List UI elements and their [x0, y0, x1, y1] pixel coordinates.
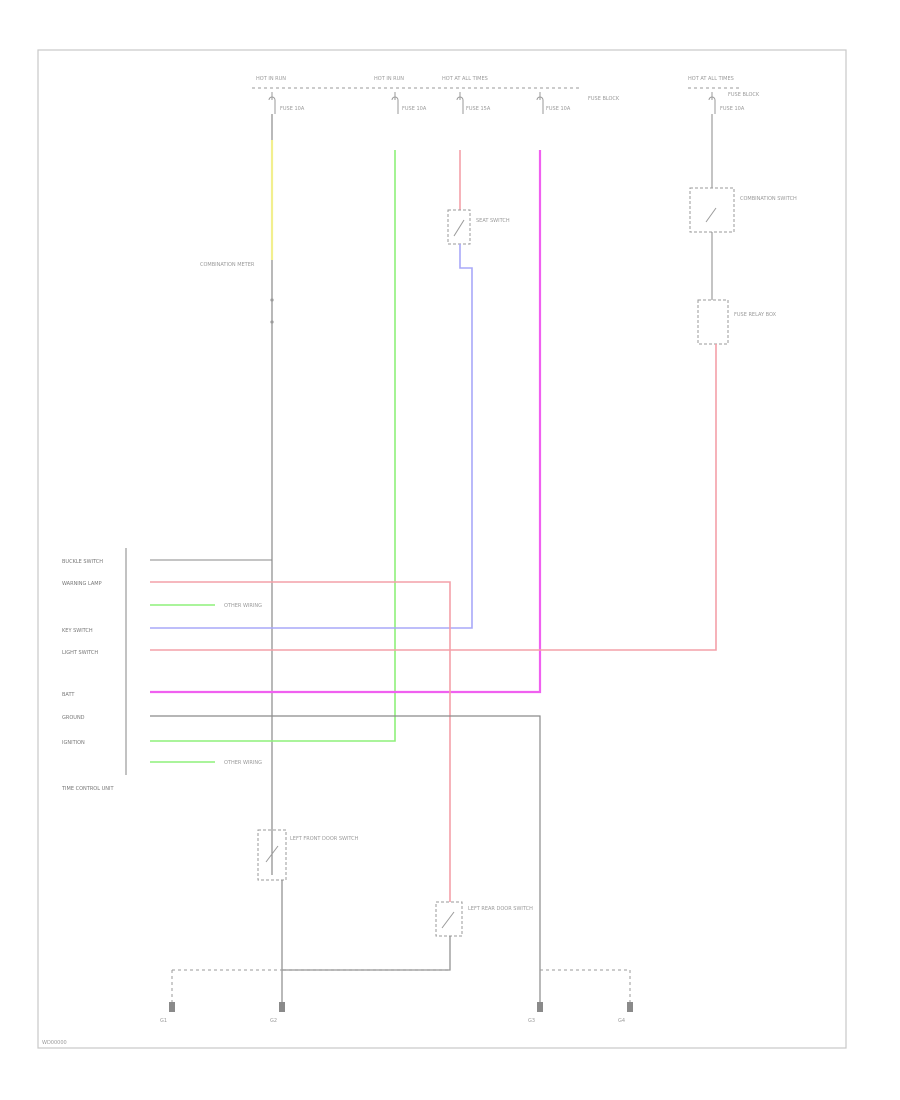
footer-code: WD00000 — [42, 1040, 67, 1046]
fuse-symbol-2 — [391, 92, 399, 114]
label-pin-ground: GROUND — [62, 715, 85, 721]
fuse-symbol-3 — [456, 92, 464, 114]
label-pin-batt: BATT — [62, 692, 75, 698]
diagram-frame — [37, 49, 847, 1049]
label-pin-warning: WARNING LAMP — [62, 581, 102, 587]
wire-blue — [150, 244, 473, 629]
seat-switch-contact — [453, 219, 465, 237]
ground-symbol-1 — [169, 1002, 175, 1012]
label-combination-meter: COMBINATION METER — [200, 262, 255, 268]
label-fuse-block: FUSE BLOCK — [588, 96, 620, 102]
label-pin-key: KEY SWITCH — [62, 628, 93, 634]
combination-switch-contact — [705, 207, 717, 223]
label-ground-1: G1 — [160, 1018, 167, 1024]
label-ground-2: G2 — [270, 1018, 277, 1024]
fuse-symbol-4 — [536, 92, 544, 114]
label-pin-buckle: BUCKLE SWITCH — [62, 559, 103, 565]
label-ground-3: G3 — [528, 1018, 535, 1024]
ground-symbols — [169, 1002, 633, 1012]
label-combination-switch: COMBINATION SWITCH — [740, 196, 797, 202]
label-door-switch-right: LEFT REAR DOOR SWITCH — [468, 906, 533, 912]
label-hot-run-2: HOT IN RUN — [374, 76, 404, 82]
combination-meter-pins — [270, 298, 274, 324]
label-hot-always-2: HOT AT ALL TIMES — [688, 76, 734, 82]
wire-red-door — [150, 581, 451, 902]
label-hot-always-1: HOT AT ALL TIMES — [442, 76, 488, 82]
ground-symbol-3 — [537, 1002, 543, 1012]
ground-symbol-2 — [279, 1002, 285, 1012]
seat-switch — [447, 209, 471, 245]
wire-red-right — [150, 344, 717, 651]
label-fuse-relay-box: FUSE RELAY BOX — [734, 312, 777, 318]
label-fuse-d: FUSE 10A — [546, 106, 571, 112]
fuse-group — [268, 92, 716, 114]
door-switch-right — [435, 901, 463, 937]
wire-magenta — [150, 150, 542, 694]
label-time-control-unit: TIME CONTROL UNIT — [61, 786, 114, 792]
label-hot-run-1: HOT IN RUN — [256, 76, 286, 82]
label-door-switch: LEFT FRONT DOOR SWITCH — [290, 836, 359, 842]
wire-black-ground — [150, 715, 541, 1004]
ground-symbol-4 — [627, 1002, 633, 1012]
label-fuse-e: FUSE 10A — [720, 106, 745, 112]
label-pin-ignition: IGNITION — [62, 740, 85, 746]
door-switch-right-contact — [441, 911, 455, 929]
label-other-wiring-2: OTHER WIRING — [224, 760, 262, 766]
fuse-relay-box — [697, 299, 729, 345]
label-fuse-b: FUSE 10A — [402, 106, 427, 112]
label-ground-4: G4 — [618, 1018, 625, 1024]
label-pin-light: LIGHT SWITCH — [62, 650, 98, 656]
door-switch-left-contact — [265, 845, 279, 863]
label-fuse-a: FUSE 10A — [280, 106, 305, 112]
label-other-wiring: OTHER WIRING — [224, 603, 262, 609]
fuse-symbol-5 — [708, 92, 716, 114]
label-fuse-block-right: FUSE BLOCK — [728, 92, 760, 98]
door-switch-left — [257, 829, 287, 881]
wire-green — [150, 150, 396, 742]
combination-switch — [689, 187, 735, 233]
wire-black-rear — [282, 936, 451, 971]
label-fuse-c: FUSE 15A — [466, 106, 491, 112]
fuse-symbol-1 — [268, 92, 276, 114]
label-seat-switch: SEAT SWITCH — [476, 218, 510, 224]
